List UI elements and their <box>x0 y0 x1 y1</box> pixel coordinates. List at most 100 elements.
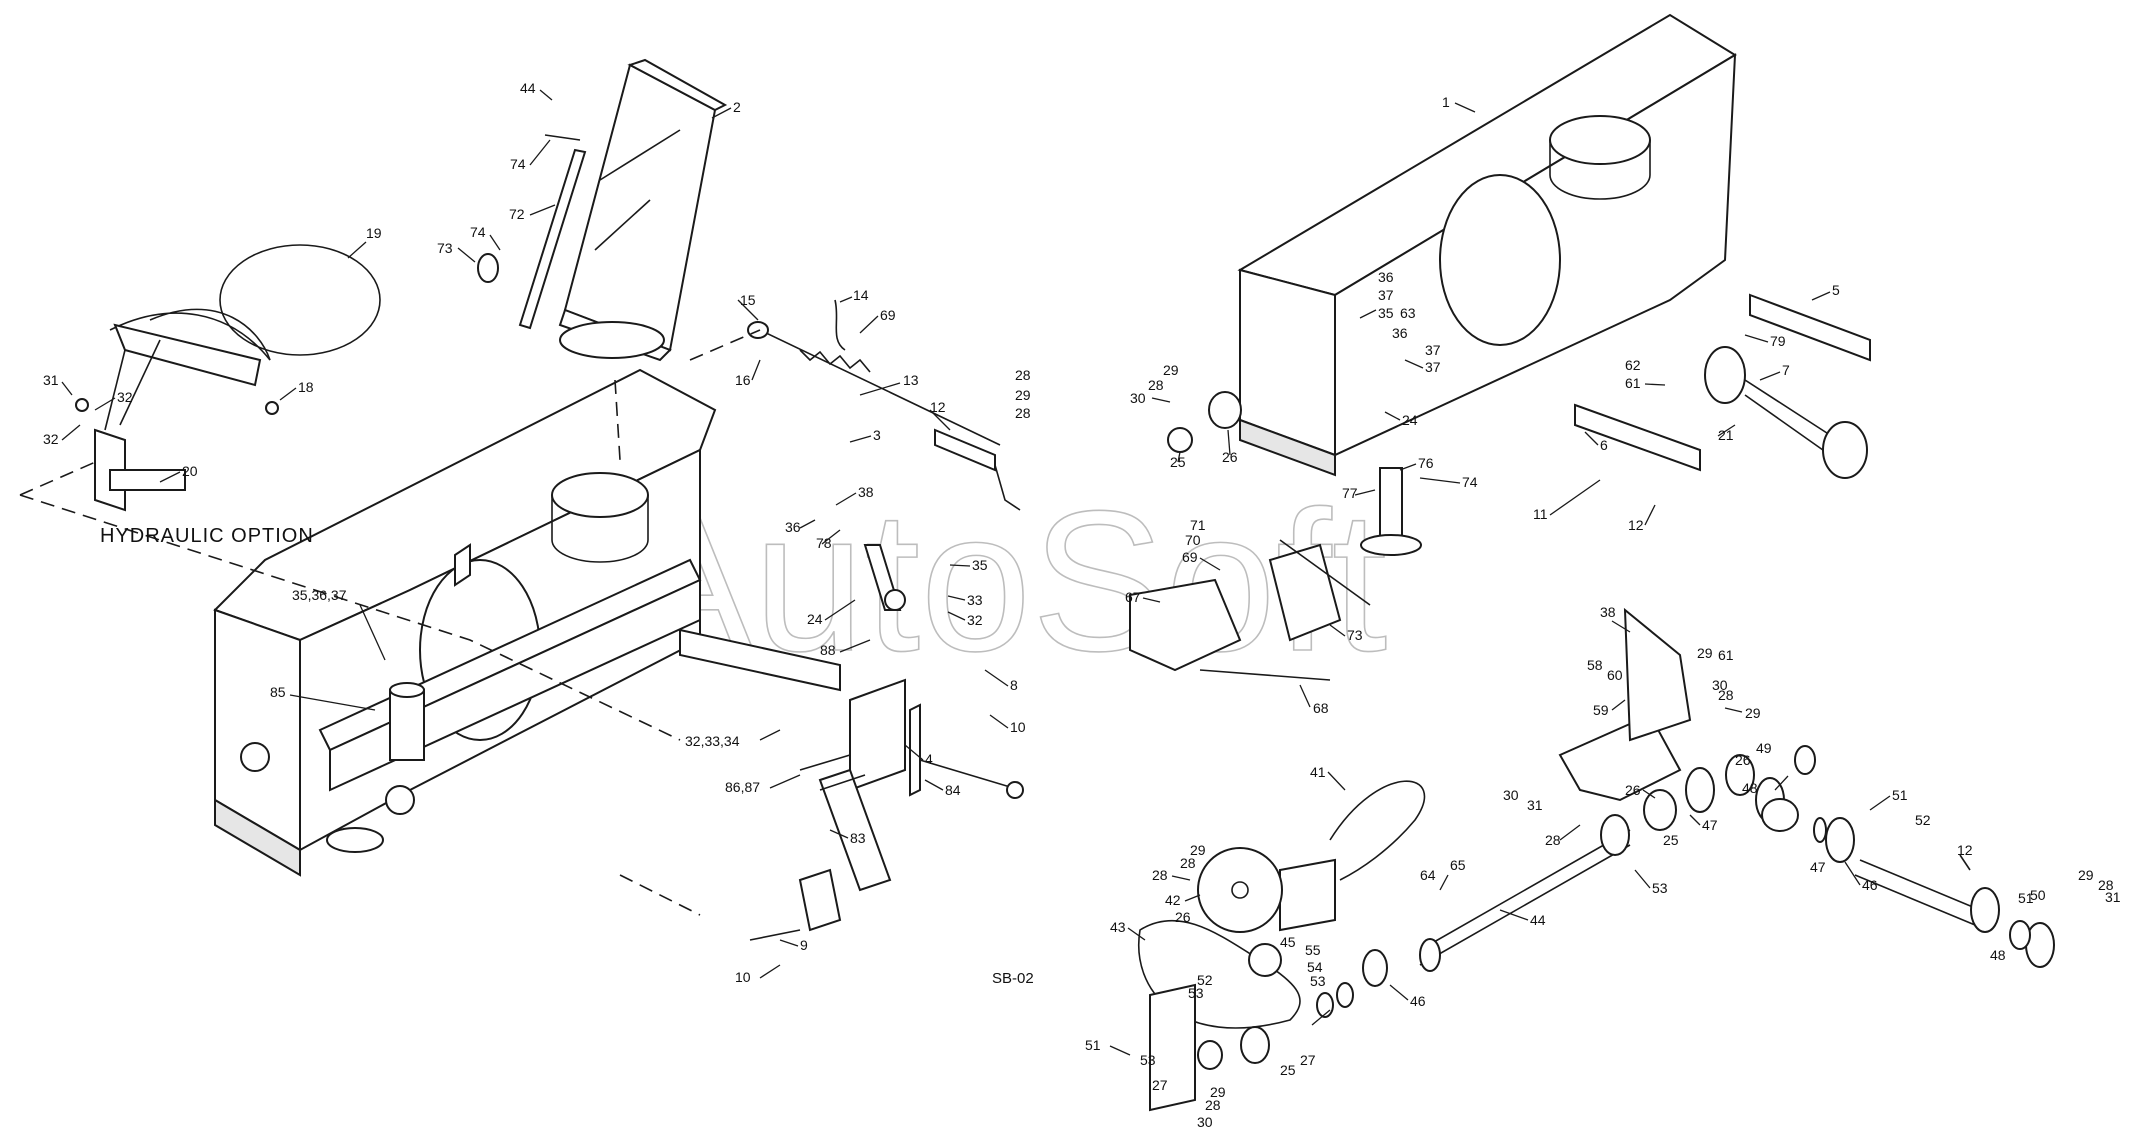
callout-label: 30 <box>1503 787 1519 803</box>
callout-label: 51 <box>1085 1037 1101 1053</box>
callout-label: 24 <box>1402 412 1418 428</box>
callout-label: 35,36,37 <box>292 587 347 603</box>
callout-label: 28 <box>1152 867 1168 883</box>
callout-label: 74 <box>510 156 526 172</box>
callout-label: 53 <box>1140 1052 1156 1068</box>
callout-label: 50 <box>2030 887 2046 903</box>
callout-label: 30 <box>1712 677 1728 693</box>
callout-label: 36 <box>1378 269 1394 285</box>
callout-label: 73 <box>1347 627 1363 643</box>
callout-label: 16 <box>735 372 751 388</box>
callout-label: 62 <box>1625 357 1641 373</box>
callout-label: 70 <box>1185 532 1201 548</box>
callout-label: 86,87 <box>725 779 760 795</box>
auger-assembly <box>1138 607 2055 1112</box>
hydraulic-option-caption: HYDRAULIC OPTION <box>100 525 314 547</box>
callout-label: 51 <box>1892 787 1908 803</box>
callout-label: 71 <box>1190 517 1206 533</box>
callout-label: 28 <box>1180 855 1196 871</box>
callout-label: 60 <box>1607 667 1623 683</box>
callout-label: 49 <box>1756 740 1772 756</box>
callout-label: 85 <box>270 684 286 700</box>
callout-label: 29 <box>1697 645 1713 661</box>
callout-label: 26 <box>1175 909 1191 925</box>
callout-label: 28 <box>1545 832 1561 848</box>
callout-label: 28 <box>1205 1097 1221 1113</box>
callout-label: 76 <box>1418 455 1434 471</box>
deflector-assembly <box>1129 539 1371 681</box>
callout-label: 32 <box>117 389 133 405</box>
callout-label: 83 <box>850 830 866 846</box>
callout-label: 25 <box>1170 454 1186 470</box>
callout-label: 5 <box>1832 282 1840 298</box>
callout-label: 65 <box>1450 857 1466 873</box>
callout-label: 27 <box>1152 1077 1168 1093</box>
callout-label: 27 <box>1300 1052 1316 1068</box>
callout-label: 31 <box>1527 797 1543 813</box>
callout-label: 29 <box>2078 867 2094 883</box>
callout-label: 10 <box>1010 719 1026 735</box>
callout-label: 4 <box>925 751 933 767</box>
callout-label: 38 <box>1600 604 1616 620</box>
callout-label: 37 <box>1378 287 1394 303</box>
callout-label: 9 <box>800 937 808 953</box>
callout-label: 61 <box>1718 647 1734 663</box>
callout-label: 46 <box>1410 993 1426 1009</box>
callout-label: 29 <box>1190 842 1206 858</box>
callout-label: 35 <box>972 557 988 573</box>
callout-label: 29 <box>1163 362 1179 378</box>
callout-label: 30 <box>1197 1114 1213 1130</box>
callout-label: 53 <box>1188 985 1204 1001</box>
callout-label: 43 <box>1110 919 1126 935</box>
callout-label: 74 <box>1462 474 1478 490</box>
callout-label: 84 <box>945 782 961 798</box>
callout-label: 69 <box>1182 549 1198 565</box>
callout-label: 32 <box>967 612 983 628</box>
callout-label: 77 <box>1342 485 1358 501</box>
callout-label: 26 <box>1222 449 1238 465</box>
callout-label: 32,33,34 <box>685 733 740 749</box>
callout-label: 29 <box>1015 387 1031 403</box>
callout-label: 31 <box>2105 889 2121 905</box>
callout-label: 48 <box>1742 780 1758 796</box>
callout-label: 29 <box>1745 705 1761 721</box>
callout-label: 32 <box>43 431 59 447</box>
callout-label: 20 <box>182 463 198 479</box>
callout-labels: 2 44 74 72 73 74 19 18 20 31 32 32 HYDRA… <box>43 80 2121 1130</box>
callout-label: 8 <box>1010 677 1018 693</box>
callout-label: 33 <box>967 592 983 608</box>
callout-label: 59 <box>1593 702 1609 718</box>
callout-label: 11 <box>1533 506 1548 522</box>
callout-label: 64 <box>1420 867 1436 883</box>
callout-label: 1 <box>1442 94 1450 110</box>
callout-label: 21 <box>1718 427 1734 443</box>
callout-label: 72 <box>509 206 525 222</box>
hidden-lines-left <box>19 329 761 916</box>
callout-label: 58 <box>1587 657 1603 673</box>
callout-label: 73 <box>437 240 453 256</box>
hydraulic-option-assembly <box>75 244 381 512</box>
callout-label: 6 <box>1600 437 1608 453</box>
callout-label: 7 <box>1782 362 1790 378</box>
callout-label: 41 <box>1310 764 1326 780</box>
callout-label: 26 <box>1625 782 1641 798</box>
callout-label: 74 <box>470 224 486 240</box>
left-blower-housing <box>213 368 717 877</box>
callout-label: 44 <box>520 80 536 96</box>
callout-label: 42 <box>1165 892 1181 908</box>
callout-label: 12 <box>1628 517 1644 533</box>
callout-label: 13 <box>903 372 919 388</box>
callout-label: 53 <box>1652 880 1668 896</box>
callout-label: 54 <box>1307 959 1323 975</box>
callout-label: 35 <box>1378 305 1394 321</box>
callout-label: 29 <box>1210 1084 1226 1100</box>
callout-label: 12 <box>1957 842 1973 858</box>
callout-label: 28 <box>1015 405 1031 421</box>
callout-label: 55 <box>1305 942 1321 958</box>
callout-label: 28 <box>1148 377 1164 393</box>
callout-label: 30 <box>1130 390 1146 406</box>
callout-label: 28 <box>1015 367 1031 383</box>
callout-label: 31 <box>43 372 59 388</box>
callout-label: 61 <box>1625 375 1641 391</box>
